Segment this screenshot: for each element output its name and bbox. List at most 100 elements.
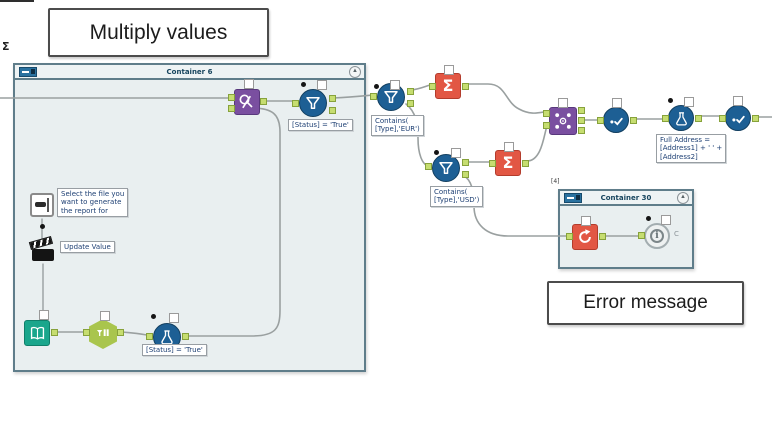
text-box-interface-tool[interactable] [30,193,54,217]
tool-id-badge [169,313,179,323]
output-anchor[interactable] [407,88,414,95]
funnel-icon [384,91,398,103]
output-anchor[interactable] [578,107,585,114]
input-anchor[interactable] [662,115,669,122]
wire[interactable] [466,83,545,114]
tool-id-badge [612,98,622,108]
container-30-header[interactable]: Container 30 ▲ [560,191,692,206]
tool-id-badge [451,148,461,158]
select-tool-1[interactable] [603,107,629,133]
input-anchor[interactable] [83,329,90,336]
join-tool[interactable] [549,107,577,135]
output-anchor[interactable] [752,115,759,122]
output-anchor[interactable] [578,117,585,124]
container-30-disable-chip[interactable] [564,193,582,203]
summarize-tool-1[interactable]: Σ [435,73,461,99]
input-anchor[interactable] [228,105,235,112]
input-anchor[interactable] [429,83,436,90]
check-icon [731,115,745,124]
filter-status-annotation[interactable]: [Status] = 'True' [288,119,353,132]
output-anchor[interactable] [407,100,414,107]
input-anchor[interactable] [146,333,153,340]
magnifier-pencil-icon [239,94,253,109]
anchor-dot [646,216,651,221]
output-anchor[interactable] [578,127,585,134]
wire[interactable] [526,125,548,162]
container-30-collapse-button[interactable]: ▲ [677,192,689,204]
funnel-icon [439,162,453,174]
output-anchor[interactable] [630,117,637,124]
message-tool[interactable]: i [644,223,670,249]
output-anchor[interactable] [462,83,469,90]
filter-status-tool[interactable] [299,89,327,117]
select-tool-2[interactable] [725,105,751,131]
sigma-icon: Σ [442,76,454,95]
action-tool[interactable] [28,235,56,264]
input-anchor[interactable] [543,110,550,117]
funnel-columns-icon [97,329,109,336]
input-anchor[interactable] [370,93,377,100]
output-anchor[interactable] [462,171,469,178]
container-30-marker: [4] [551,178,560,185]
tool-id-badge [244,79,254,89]
container-6-title: Container 6 [166,67,213,76]
output-anchor[interactable] [182,333,189,340]
formula-full-address-tool[interactable] [668,105,694,131]
output-anchor[interactable] [51,329,58,336]
chip-square-icon [31,69,35,74]
output-anchor[interactable] [599,233,606,240]
tool-id-badge [684,97,694,107]
loop-macro-tool[interactable] [572,224,598,250]
input-data-tool[interactable] [24,320,50,346]
formula-full-address-annotation[interactable]: Full Address = [Address1] + ' ' + [Addre… [656,134,727,164]
input-anchor[interactable] [638,232,645,239]
check-icon [609,117,623,126]
formula-status-annotation[interactable]: [Status] = 'True' [142,344,207,357]
output-anchor[interactable] [695,115,702,122]
output-anchor[interactable] [462,159,469,166]
anchor-dot [374,84,379,89]
multiply-values-text: Multiply values [89,20,228,44]
container-6-header[interactable]: Container 6 ▲ [15,65,364,80]
filter-eur-annotation[interactable]: Contains( [Type],'EUR') [371,115,424,136]
tool-id-badge [39,310,49,320]
input-anchor[interactable] [292,100,299,107]
interface-anchor-dot [40,224,45,229]
anchor-dot [668,98,673,103]
wire[interactable] [120,331,148,336]
summarize-tool-2[interactable]: Σ [495,150,521,176]
input-anchor[interactable] [566,233,573,240]
loop-arrow-icon [579,229,591,243]
container-6-collapse-button[interactable]: ▲ [349,66,361,78]
input-anchor[interactable] [597,117,604,124]
update-value-annotation[interactable]: Update Value [60,241,115,254]
output-anchor[interactable] [522,160,529,167]
multiply-values-label[interactable]: Multiply values [48,8,269,57]
input-anchor[interactable] [543,122,550,129]
input-anchor[interactable] [719,115,726,122]
find-replace-tool[interactable] [234,89,260,115]
container-30-title: Container 30 [600,193,652,202]
wire[interactable] [185,107,281,337]
container-6-disable-chip[interactable] [19,67,37,77]
wire[interactable] [405,103,427,166]
error-message-label[interactable]: Error message [547,281,744,325]
input-anchor[interactable] [425,163,432,170]
input-anchor[interactable] [489,160,496,167]
tool-id-badge [581,216,591,226]
tool-id-badge [733,96,743,106]
tool-id-badge [317,80,327,90]
output-anchor[interactable] [260,98,267,105]
select-file-comment[interactable]: Select the file you want to generate the… [57,188,129,218]
output-anchor[interactable] [117,329,124,336]
tool-id-badge [504,142,514,152]
stray-summarize-glyph: Σ [2,40,10,53]
output-anchor[interactable] [329,107,336,114]
funnel-icon [306,97,320,109]
output-anchor[interactable] [329,95,336,102]
filter-usd-annotation[interactable]: Contains( [Type],'USD') [430,186,484,207]
join-icon [555,113,571,129]
tool-id-badge [444,65,454,75]
filter-usd-tool[interactable] [432,154,460,182]
input-anchor[interactable] [228,94,235,101]
